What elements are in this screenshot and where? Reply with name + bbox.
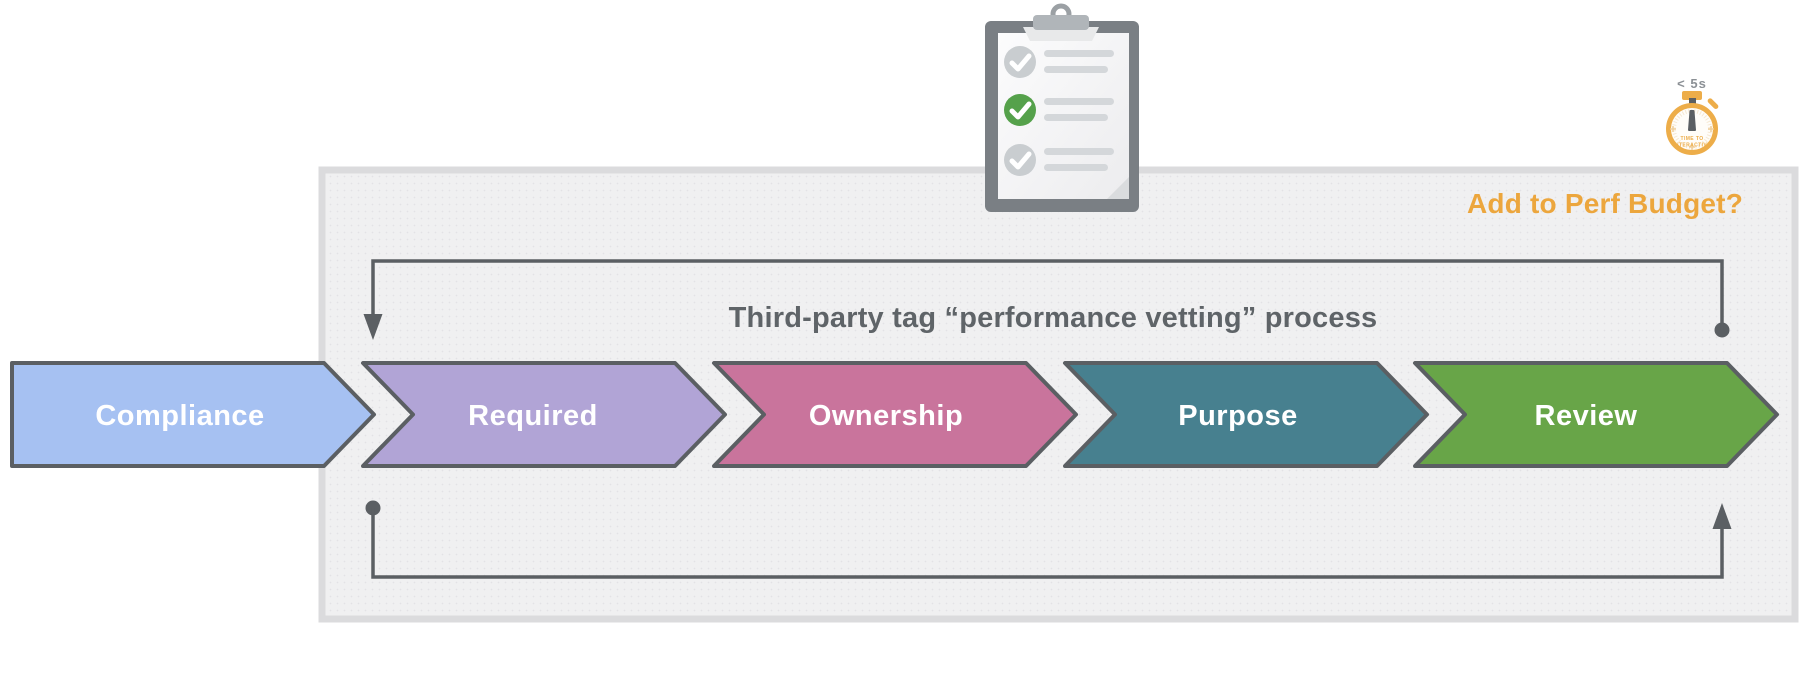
check-circle-green-icon	[1004, 94, 1036, 126]
loop-arrowhead-down-icon	[363, 314, 383, 340]
stage-chevron-compliance: Compliance	[10, 361, 376, 468]
loop-line	[371, 508, 1724, 579]
perf-budget-label: Add to Perf Budget?	[1467, 188, 1743, 219]
checkmark-icon	[1009, 101, 1032, 120]
dial-tick-marks	[1670, 126, 1714, 150]
stopwatch-icon: < 5s TIME TO INTERACTIVE	[1666, 76, 1719, 155]
stopwatch-nub	[1707, 98, 1719, 110]
stopwatch-needle	[1688, 110, 1696, 131]
checkmark-icon	[1009, 151, 1032, 170]
checklist-row-3	[1004, 144, 1114, 176]
stopwatch-cap	[1682, 91, 1702, 100]
chevron-shape	[10, 361, 376, 468]
stage-label-review: Review	[1535, 400, 1638, 432]
stage-chevrons: Compliance Required Ownership Purpose Re…	[10, 361, 1779, 468]
stage-label-required: Required	[468, 400, 598, 432]
text-line	[1044, 114, 1108, 121]
check-circle-gray-icon	[1004, 46, 1036, 78]
checklist-row-2	[1004, 94, 1114, 126]
text-line	[1044, 148, 1114, 155]
check-circle-gray-icon	[1004, 144, 1036, 176]
stage-label-purpose: Purpose	[1178, 400, 1298, 432]
loop-arrowhead-up-icon	[1712, 503, 1732, 529]
dial-text-line2: INTERACTIVE	[1673, 143, 1711, 149]
text-line	[1044, 66, 1108, 73]
stage-chevron-ownership: Ownership	[712, 361, 1078, 468]
stopwatch-stem	[1689, 98, 1696, 108]
checklist-row-1	[1004, 46, 1114, 78]
stage-chevron-purpose: Purpose	[1063, 361, 1429, 468]
feedback-loop-top	[363, 259, 1730, 340]
clipboard-clip-bar	[1033, 15, 1089, 30]
chevron-shape	[712, 361, 1078, 468]
stopwatch-time-label: < 5s	[1677, 76, 1707, 91]
stage-chevron-required: Required	[361, 361, 727, 468]
chevron-shape	[361, 361, 727, 468]
loop-line	[371, 259, 1724, 330]
checkmark-icon	[1009, 53, 1032, 72]
clipboard-icon	[985, 3, 1139, 212]
chevron-shape	[1063, 361, 1429, 468]
text-line	[1044, 164, 1108, 171]
text-line	[1044, 50, 1114, 57]
stage-label-compliance: Compliance	[95, 400, 264, 432]
clipboard-clip	[1023, 27, 1099, 41]
chevron-shape	[1413, 361, 1779, 468]
stage-chevron-review: Review	[1413, 361, 1779, 468]
text-line	[1044, 98, 1114, 105]
stage-label-ownership: Ownership	[809, 400, 963, 432]
feedback-loop-bottom	[365, 500, 1732, 579]
dial-text-line1: TIME TO	[1681, 136, 1704, 142]
process-title: Third-party tag “performance vetting” pr…	[729, 302, 1378, 334]
paper-fold	[1107, 177, 1129, 199]
